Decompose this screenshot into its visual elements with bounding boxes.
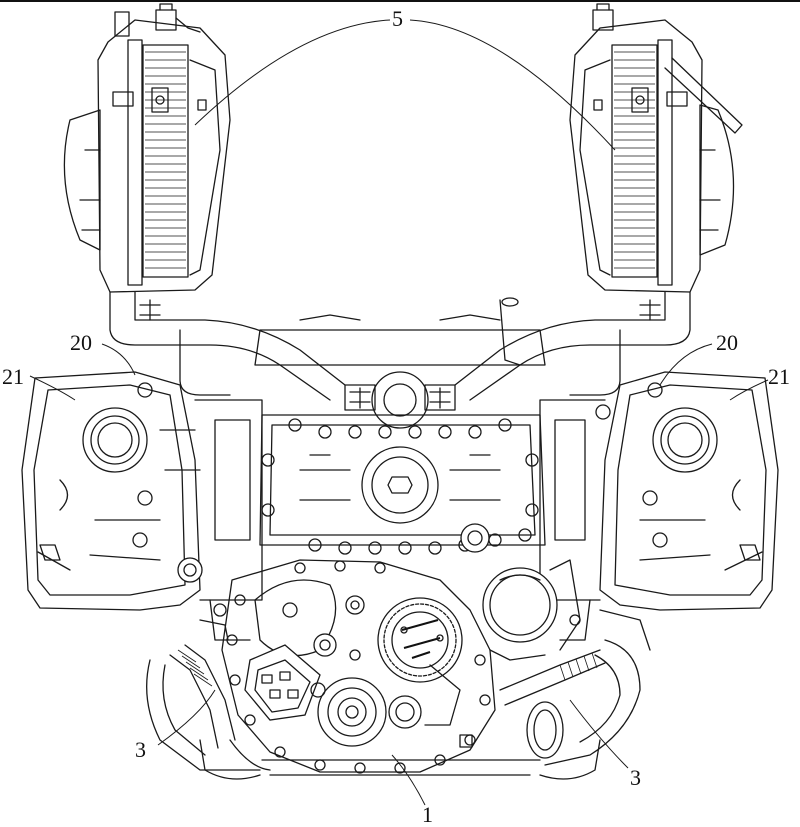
label-21-right: 21 <box>768 364 790 389</box>
label-5: 5 <box>392 6 403 31</box>
label-3-right: 3 <box>630 765 641 790</box>
oil-filter <box>482 559 581 661</box>
lower-accessory-drive <box>221 559 496 774</box>
label-20-right: 20 <box>716 330 738 355</box>
right-radiator-fins <box>614 51 655 269</box>
label-20-left: 20 <box>70 330 92 355</box>
engine-block-center <box>254 314 546 429</box>
front-cover-bolts <box>261 418 539 555</box>
right-radiator <box>569 3 743 293</box>
left-radiator <box>63 3 231 293</box>
cam-gear-outer <box>377 597 463 683</box>
oil-pan <box>199 734 601 780</box>
leader-lines <box>29 19 769 806</box>
sensor-connector <box>244 644 326 721</box>
right-cylinder-head <box>595 371 779 611</box>
label-21-left: 21 <box>2 364 24 389</box>
front-cover <box>259 414 546 555</box>
right-block-side <box>539 399 606 641</box>
coolant-pipes <box>109 291 691 401</box>
right-hose <box>499 609 651 766</box>
label-1: 1 <box>422 802 433 827</box>
left-radiator-fins <box>145 51 186 269</box>
left-block-side <box>177 399 263 641</box>
left-hose <box>146 603 271 771</box>
reference-labels: 5 20 20 21 21 3 3 1 <box>2 6 790 827</box>
label-3-left: 3 <box>135 737 146 762</box>
left-cylinder-head <box>21 371 201 611</box>
